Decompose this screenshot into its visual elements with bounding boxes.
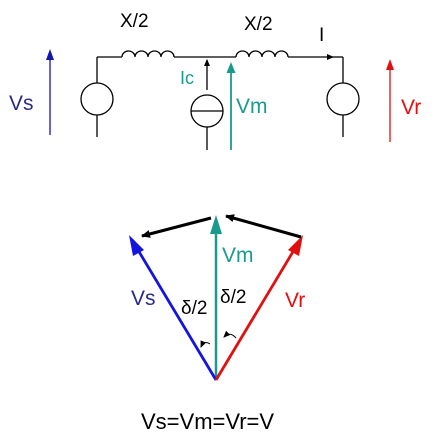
label-ic: Ic xyxy=(180,68,194,88)
phasor-diagram xyxy=(129,214,303,381)
equation: Vs=Vm=Vr=V xyxy=(141,409,274,434)
vs-source xyxy=(80,82,114,116)
inductor-left xyxy=(121,50,175,58)
vr-phasor-arrowhead xyxy=(288,235,303,256)
drop-arrow-left xyxy=(141,216,212,238)
phasor-label-delta-right: δ/2 xyxy=(220,287,246,308)
angle-arc-left xyxy=(200,340,211,348)
phasor-label-vm: Vm xyxy=(222,244,254,267)
label-current: I xyxy=(319,25,324,46)
vr-phasor xyxy=(214,249,296,381)
vm-phasor-arrowhead xyxy=(210,215,222,234)
inductor-right xyxy=(235,50,289,58)
angle-arc-right xyxy=(223,330,237,339)
drop-arrow-right xyxy=(225,214,302,239)
label-x-half-right: X/2 xyxy=(244,14,273,35)
label-vr: Vr xyxy=(401,96,421,119)
phasor-label-vr: Vr xyxy=(285,289,305,312)
vr-voltage-arrowhead xyxy=(386,59,394,70)
vs-phasor xyxy=(136,249,218,381)
phasor-label-vs: Vs xyxy=(131,287,156,310)
vr-source xyxy=(326,82,360,116)
vm-voltage-arrowhead xyxy=(226,62,236,73)
vs-phasor-arrowhead xyxy=(129,235,144,256)
label-x-half-left: X/2 xyxy=(120,11,149,32)
circuit xyxy=(80,50,360,150)
vs-voltage-arrowhead xyxy=(46,49,54,60)
label-vm: Vm xyxy=(236,95,268,118)
label-vs: Vs xyxy=(9,92,34,115)
phasor-label-delta-left: δ/2 xyxy=(181,298,207,319)
